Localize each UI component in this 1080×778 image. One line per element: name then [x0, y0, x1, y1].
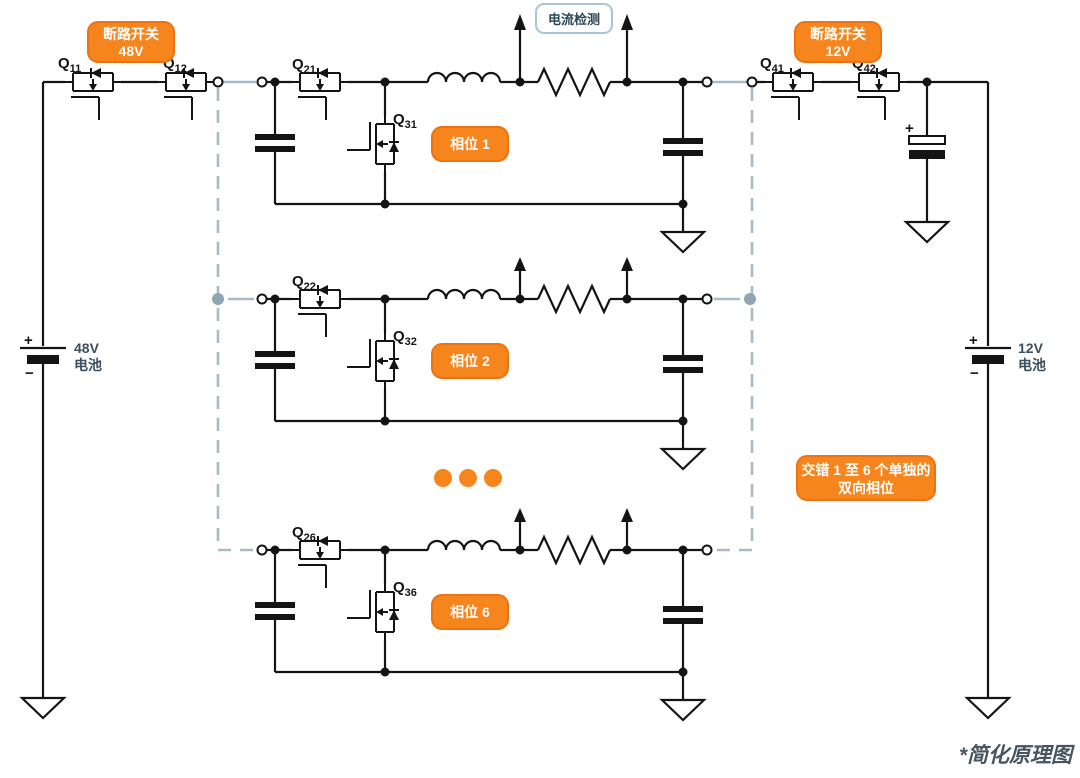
interleave-text-line1: 交错 1 至 6 个单独的	[801, 462, 930, 478]
interleave-note: 交错 1 至 6 个单独的 双向相位	[796, 455, 936, 501]
battery-plus-sign: +	[24, 332, 33, 349]
label-q26: Q26	[292, 524, 316, 544]
label-q31: Q31	[393, 111, 417, 131]
schematic-footnote: *简化原理图	[959, 743, 1075, 767]
label-q22: Q22	[292, 273, 316, 293]
sense-arrow-right	[621, 257, 633, 271]
label-q11: Q11	[58, 55, 81, 75]
interleave-text-line2: 双向相位	[838, 480, 894, 496]
phase-1-callout	[431, 126, 509, 162]
mosfet-q12	[157, 67, 215, 121]
phase-6: Q26 Q36 相位 6	[255, 508, 712, 720]
phase-2: Q22 Q32 相位 2	[255, 257, 712, 469]
battery-12v: + − 12V 电池	[965, 82, 1046, 720]
label-q36: Q36	[393, 579, 417, 599]
battery-12v-name: 电池	[1018, 357, 1046, 373]
current-sense-text: 电流检测	[548, 12, 600, 27]
label-q41: Q41	[760, 55, 784, 75]
mosfet-q42	[850, 67, 908, 121]
mosfet-q41	[764, 67, 822, 121]
interleave-callout	[796, 455, 936, 501]
battery-12v-voltage: 12V	[1018, 340, 1044, 356]
cap-plus-sign: +	[905, 120, 914, 137]
phase-1-text: 相位 1	[450, 136, 490, 152]
phase-6-callout	[431, 594, 509, 630]
current-sense-box	[535, 3, 613, 34]
breaker-48v-callout	[87, 21, 175, 63]
battery-48v-name: 电池	[74, 357, 102, 373]
ground-symbol	[20, 696, 66, 720]
breaker-12v-callout	[794, 21, 882, 63]
battery-plus-sign: +	[969, 332, 978, 349]
current-sense-callout: 电流检测	[514, 3, 633, 82]
bus-junction-dot	[744, 293, 756, 305]
sense-arrow-left	[514, 257, 526, 271]
sense-arrow-right	[621, 14, 633, 30]
sense-arrow-left	[514, 508, 526, 522]
breaker-12v-text-line1: 断路开关	[810, 26, 866, 42]
bus-terminal	[746, 76, 758, 88]
label-q32: Q32	[393, 328, 417, 348]
phase-6-text: 相位 6	[450, 604, 490, 620]
output-electrolytic-cap: +	[904, 86, 950, 244]
battery-48v: + − 48V 电池	[20, 82, 102, 720]
battery-minus-sign: −	[25, 365, 34, 382]
mosfet-q11	[64, 67, 122, 121]
phase-bus-left	[212, 80, 258, 552]
sense-arrow-right	[621, 508, 633, 522]
phase-bus-right	[710, 80, 756, 552]
breaker-12v-text-line2: 12V	[826, 43, 852, 59]
phase-2-text: 相位 2	[450, 353, 490, 369]
sense-arrow-left	[514, 14, 526, 30]
bus-junction-dot	[212, 293, 224, 305]
label-q21: Q21	[292, 56, 316, 76]
breaker-48v-text-line2: 48V	[119, 43, 145, 59]
battery-minus-sign: −	[970, 365, 979, 382]
phase-2-callout	[431, 343, 509, 379]
battery-48v-voltage: 48V	[74, 340, 100, 356]
breaker-12v-section: Q41 Q42 断路开关 12V +	[746, 21, 988, 244]
ground-symbol	[904, 220, 950, 244]
breaker-48v-section: Q11 Q12 断路开关 48V	[43, 21, 224, 121]
breaker-48v-text-line1: 断路开关	[103, 26, 159, 42]
phase-1: Q21 Q31 相位 1	[255, 56, 712, 252]
ground-symbol	[965, 696, 1011, 720]
phase-ellipsis	[434, 469, 502, 487]
bus-terminal	[212, 76, 224, 88]
